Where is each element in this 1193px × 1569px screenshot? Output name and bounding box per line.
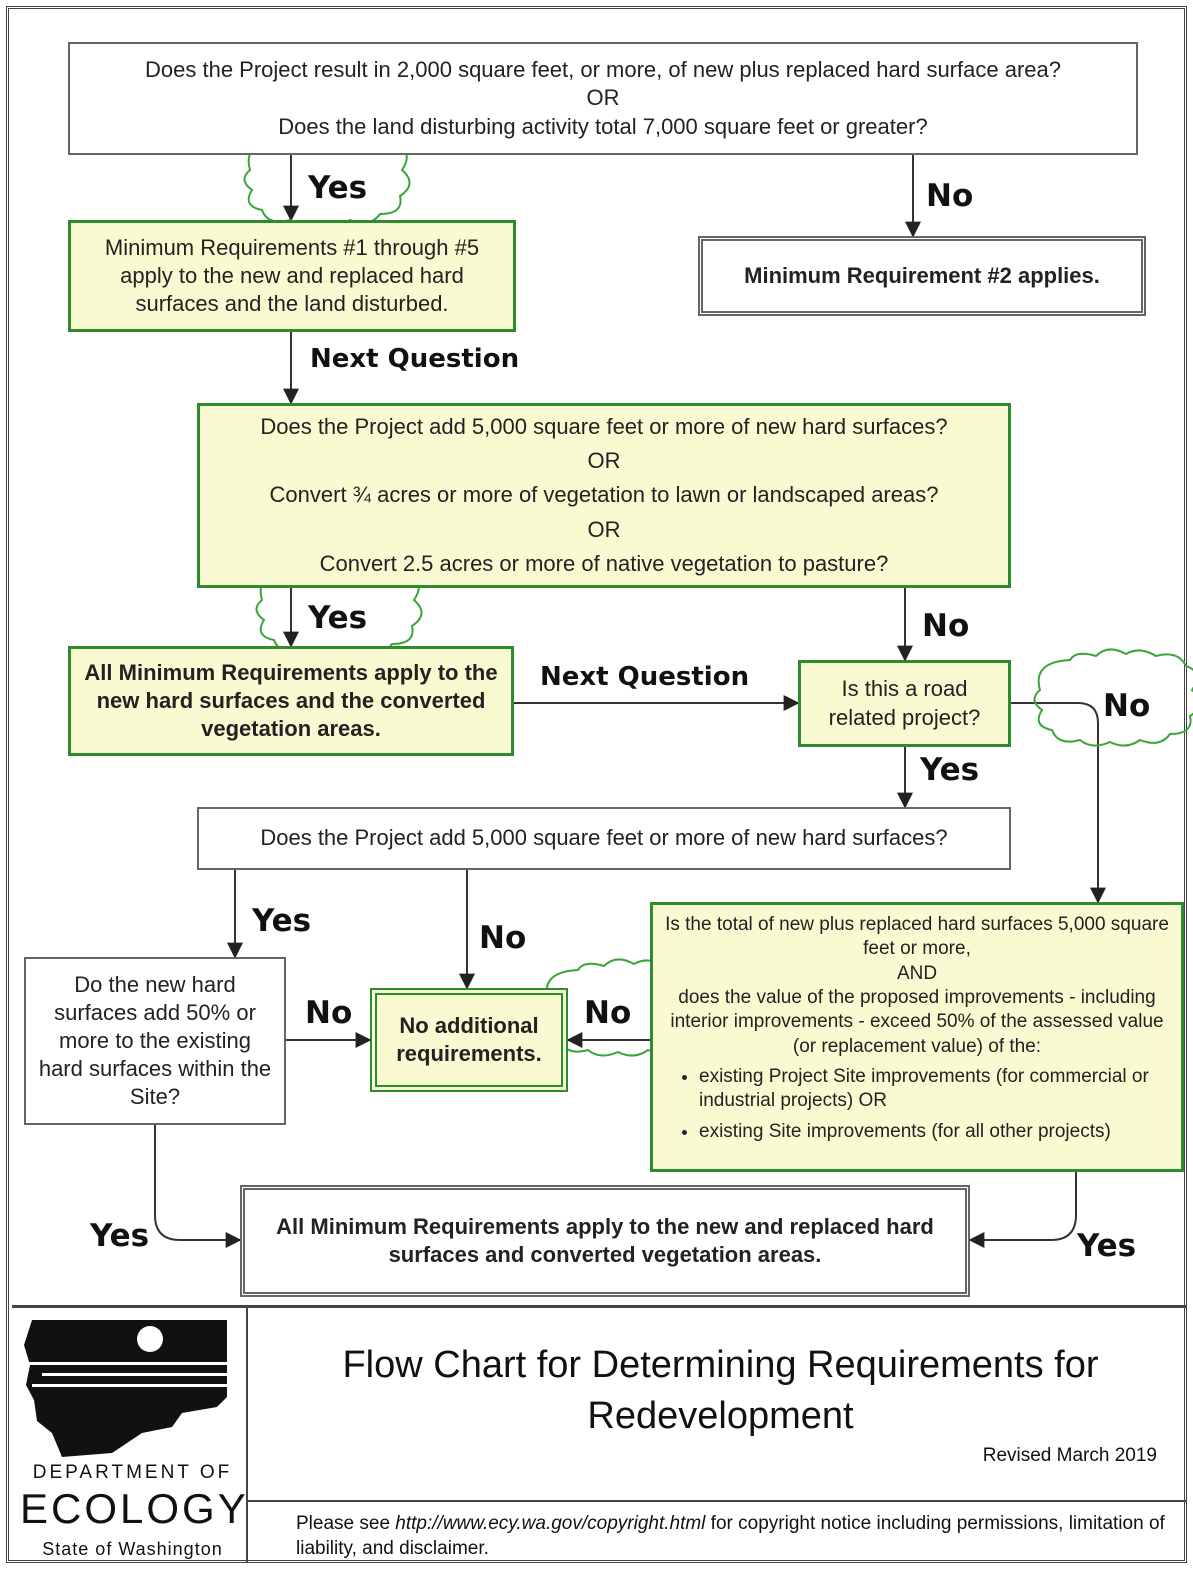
label-yes-q5: Yes [1077,1228,1137,1264]
result-mr-1-to-5: Minimum Requirements #1 through #5 apply… [68,220,516,332]
logo-ecology: ECOLOGY [20,1485,249,1532]
all-mr-final-text: All Minimum Requirements apply to the ne… [276,1213,934,1267]
q5-line1: Is the total of new plus replaced hard s… [665,914,1169,960]
copyright-suffix: for copyright notice including permissio… [296,1513,1165,1559]
q5-line2: does the value of the proposed improveme… [670,986,1164,1057]
label-no-road: No [1103,688,1151,724]
q4-text: Do the new hard surfaces add 50% or more… [38,971,272,1110]
label-next-question-2: Next Question [540,662,750,692]
label-next-question-1: Next Question [310,344,520,374]
q1-line1: Does the Project result in 2,000 square … [145,57,1061,83]
label-no-q2: No [922,608,970,644]
arrow-q5-yes [968,1172,1077,1248]
copyright-link[interactable]: http://www.ecy.wa.gov/copyright.html [395,1513,706,1534]
q1-line2: Does the land disturbing activity total … [278,113,928,139]
label-no-q1: No [926,178,974,214]
label-yes-q1: Yes [308,170,368,206]
q2-or1: OR [587,448,621,474]
q5-bullet-list: existing Project Site improvements (for … [663,1065,1171,1150]
arrow-q4-yes [154,1125,242,1248]
q2-line2: Convert ¾ acres or more of vegetation to… [269,482,939,508]
label-no-q4: No [305,995,353,1031]
result-all-mr-replaced: All Minimum Requirements apply to the ne… [240,1185,970,1297]
q5-bullet-2: existing Site improvements (for all othe… [699,1120,1171,1144]
label-yes-q4: Yes [90,1218,150,1254]
logo-state-of-washington: State of Washington [42,1539,223,1559]
label-yes-road: Yes [920,752,980,788]
arrow-road-no [1011,702,1106,904]
q3-text: Does the Project add 5,000 square feet o… [260,825,948,851]
q2-line1: Does the Project add 5,000 square feet o… [260,414,948,440]
label-yes-q3: Yes [252,903,312,939]
q5-and: AND [896,962,938,984]
label-no-q5: No [584,995,632,1031]
ecology-logo-icon [22,1315,232,1463]
logo-department-of: DEPARTMENT OF [32,1462,233,1483]
mr2-text: Minimum Requirement #2 applies. [744,262,1100,288]
copyright-prefix: Please see [296,1513,396,1534]
no-additional-text: No additional requirements. [396,1012,542,1066]
question-50-percent-existing: Do the new hard surfaces add 50% or more… [24,957,286,1125]
q2-or2: OR [587,516,621,542]
footer-top-divider [12,1305,1187,1308]
result-mr-2: Minimum Requirement #2 applies. [698,236,1146,316]
question-total-5000-and-value-50: Is the total of new plus replaced hard s… [650,902,1184,1172]
question-new-hard-surface-5000: Does the Project add 5,000 square feet o… [197,403,1011,588]
result-no-additional: No additional requirements. [370,988,568,1092]
road-text: Is this a road related project? [828,676,981,730]
result-all-mr-new-surfaces: All Minimum Requirements apply to the ne… [68,646,514,756]
q2-line3: Convert 2.5 acres or more of native vege… [319,550,889,576]
footer-vertical-divider [246,1305,248,1563]
all-mr-new-text: All Minimum Requirements apply to the ne… [84,659,498,742]
label-no-q3: No [479,920,527,956]
mr1to5-text: Minimum Requirements #1 through #5 apply… [104,234,480,317]
label-yes-q2: Yes [308,600,368,636]
question-road-related: Is this a road related project? [798,660,1011,747]
page-title: Flow Chart for Determining Requirements … [342,1344,1099,1438]
copyright-notice: Please see http://www.ecy.wa.gov/copyrig… [296,1512,1166,1561]
q5-bullet-1: existing Project Site improvements (for … [699,1065,1171,1114]
q1-or: OR [586,85,620,111]
question-add-5000-hard-surfaces: Does the Project add 5,000 square feet o… [197,807,1011,870]
revised-date: Revised March 2019 [982,1445,1157,1466]
footer-bottom-divider [246,1500,1187,1502]
cloud-no-road [1033,648,1193,747]
page-frame [6,6,1187,1563]
question-hard-surface-2000: Does the Project result in 2,000 square … [68,42,1138,155]
